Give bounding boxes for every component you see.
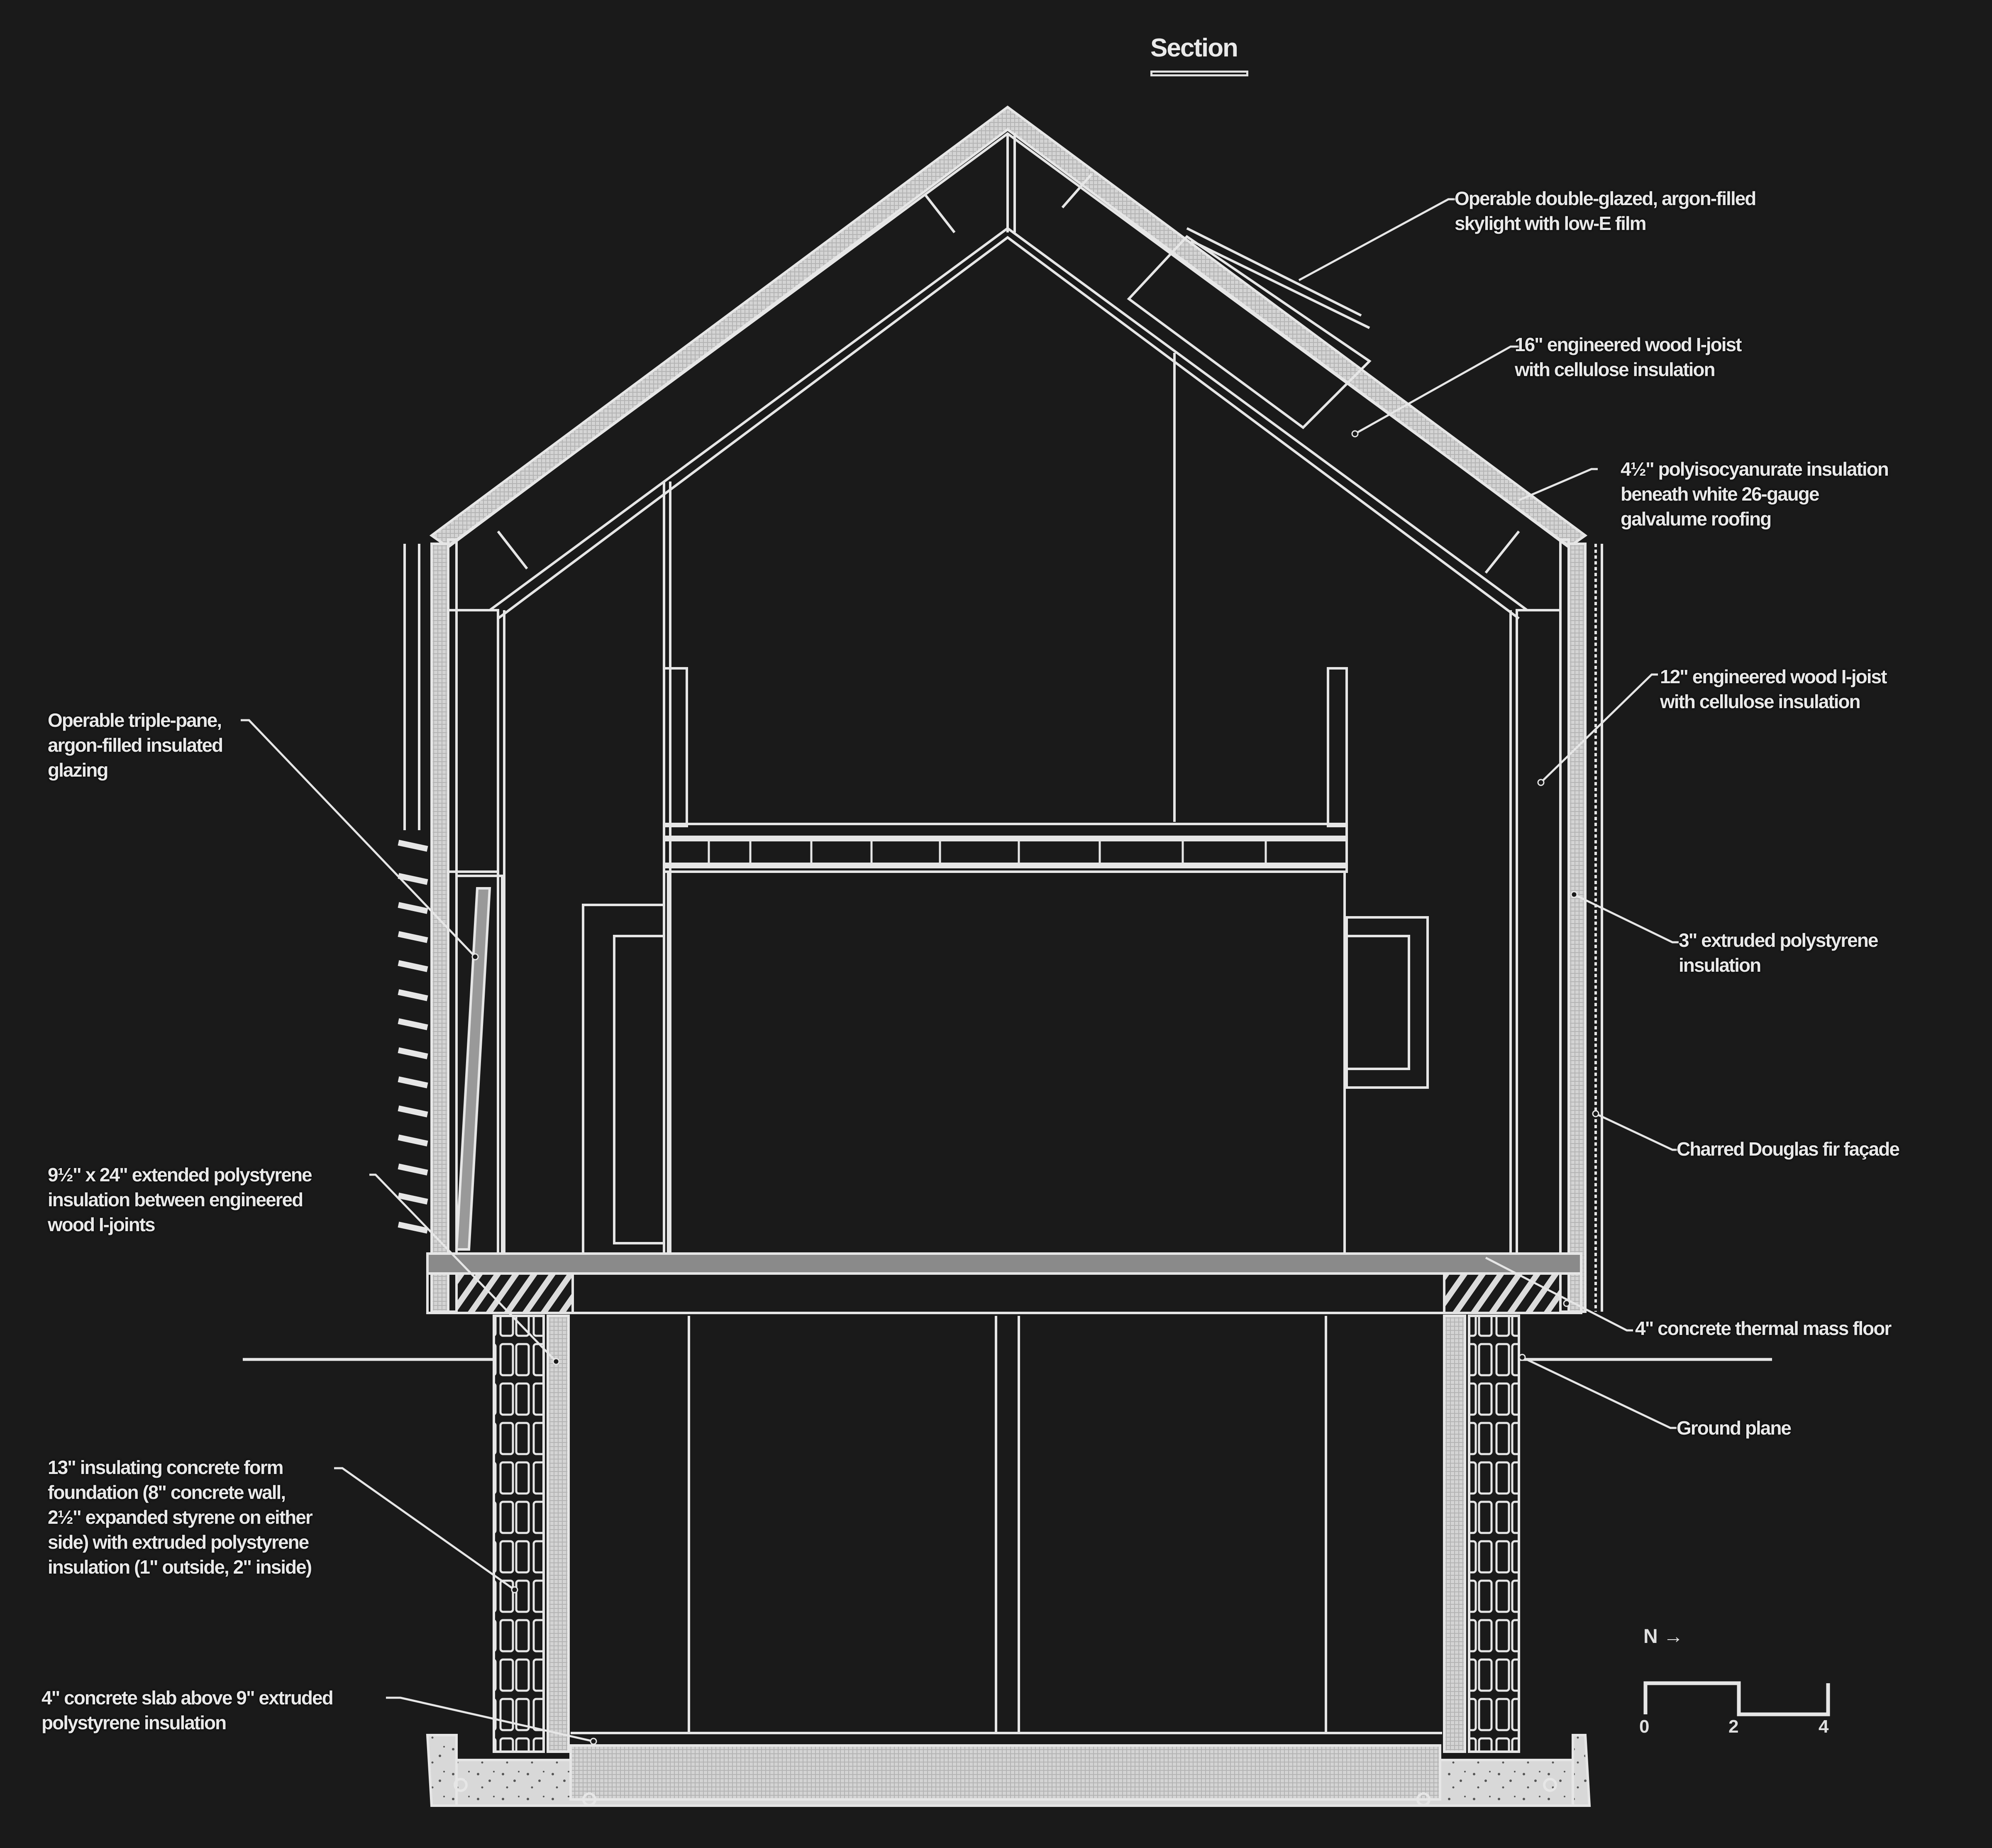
drawing-title: Section [1150,34,1238,62]
label-wall-joist: 12" engineered wood I-joist with cellulo… [1660,666,1887,712]
label-facade: Charred Douglas fir façade [1677,1138,1900,1160]
scale-tick-2: 2 [1728,1716,1739,1737]
label-slab: 4" concrete slab above 9" extruded polys… [42,1687,334,1733]
north-label: N [1643,1626,1658,1648]
south-wall [1509,538,1603,1313]
label-roof-joist: 16" engineered wood I-joist with cellulo… [1515,334,1742,380]
scale-tick-0: 0 [1639,1716,1650,1737]
arrow-right-icon: → [1663,1626,1684,1648]
label-roof-insulation: 4½" polyisocyanurate insulation beneath … [1621,458,1889,530]
label-glazing: Operable triple-pane, argon-filled insul… [48,709,223,781]
label-floor-insulation: 9½" x 24" extended polystyrene insulatio… [48,1164,312,1235]
basement [426,1315,1591,1807]
scale-bar [1643,1681,1830,1716]
north-wall [398,538,505,1313]
north-arrow: N → [1643,1625,1683,1648]
label-skylight: Operable double-glazed, argon-filled sky… [1455,188,1756,234]
floor-assembly [426,1252,1582,1314]
scale-tick-4: 4 [1819,1716,1829,1737]
label-thermal-floor: 4" concrete thermal mass floor [1635,1318,1892,1339]
skylight-unit [1127,227,1372,429]
label-wall-xps: 3" extruded polystyrene insulation [1679,929,1878,976]
leader-dots [471,430,1599,1745]
label-ground-plane: Ground plane [1677,1417,1792,1439]
roof-assembly [429,105,1588,620]
title-underline [1150,71,1248,76]
interior-partitions [582,353,1429,1255]
label-icf-foundation: 13" insulating concrete form foundation … [48,1457,313,1578]
leader-lines [241,198,1679,1743]
